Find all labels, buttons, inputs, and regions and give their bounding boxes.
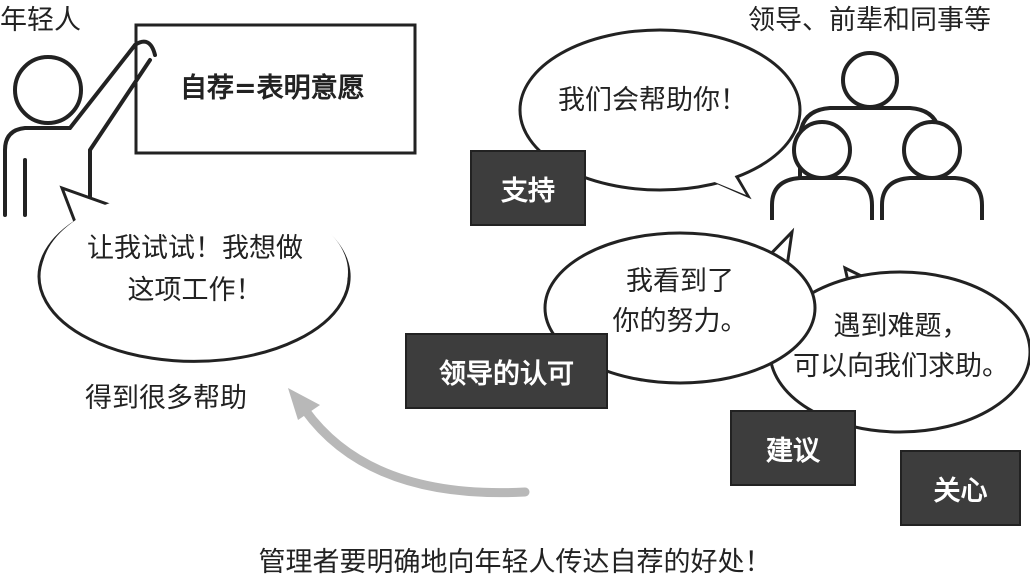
young-person-label: 年轻人 [0, 5, 81, 36]
bubble-line: 让我试试！我想做 [87, 233, 303, 264]
bubble-line: 这项工作！ [127, 275, 263, 306]
board-text: 自荐=表明意愿 [180, 73, 365, 104]
speech-bubble-recognition [543, 227, 817, 385]
bubble-line: 我看到了 [626, 266, 734, 297]
bubble-text-young: 让我试试！我想做 这项工作！ [60, 232, 330, 308]
colleagues-icon [770, 51, 984, 220]
colleagues-label: 领导、前辈和同事等 [748, 5, 991, 36]
speech-bubble-support [518, 28, 802, 200]
bubble-line: 遇到难题， [833, 311, 969, 342]
young-person-icon [3, 39, 157, 217]
tag-advice: 建议 [730, 410, 856, 486]
tag-recognition: 领导的认可 [405, 333, 608, 409]
result-text: 得到很多帮助 [85, 383, 247, 414]
bubble-line: 可以向我们求助。 [793, 351, 1009, 382]
recognition-bubble-text: 我看到了 你的努力。 [590, 265, 770, 339]
tag-care: 关心 [900, 450, 1021, 526]
support-bubble-text: 我们会帮助你！ [558, 85, 747, 116]
board [134, 23, 417, 155]
caption: 管理者要明确地向年轻人传达自荐的好处！ [258, 547, 772, 578]
bubble-line: 你的努力。 [612, 306, 748, 337]
curved-arrow-icon [288, 388, 530, 498]
tag-support: 支持 [470, 150, 586, 226]
help-bubble-text: 遇到难题， 可以向我们求助。 [770, 310, 1030, 384]
speech-bubble-young [37, 185, 351, 363]
